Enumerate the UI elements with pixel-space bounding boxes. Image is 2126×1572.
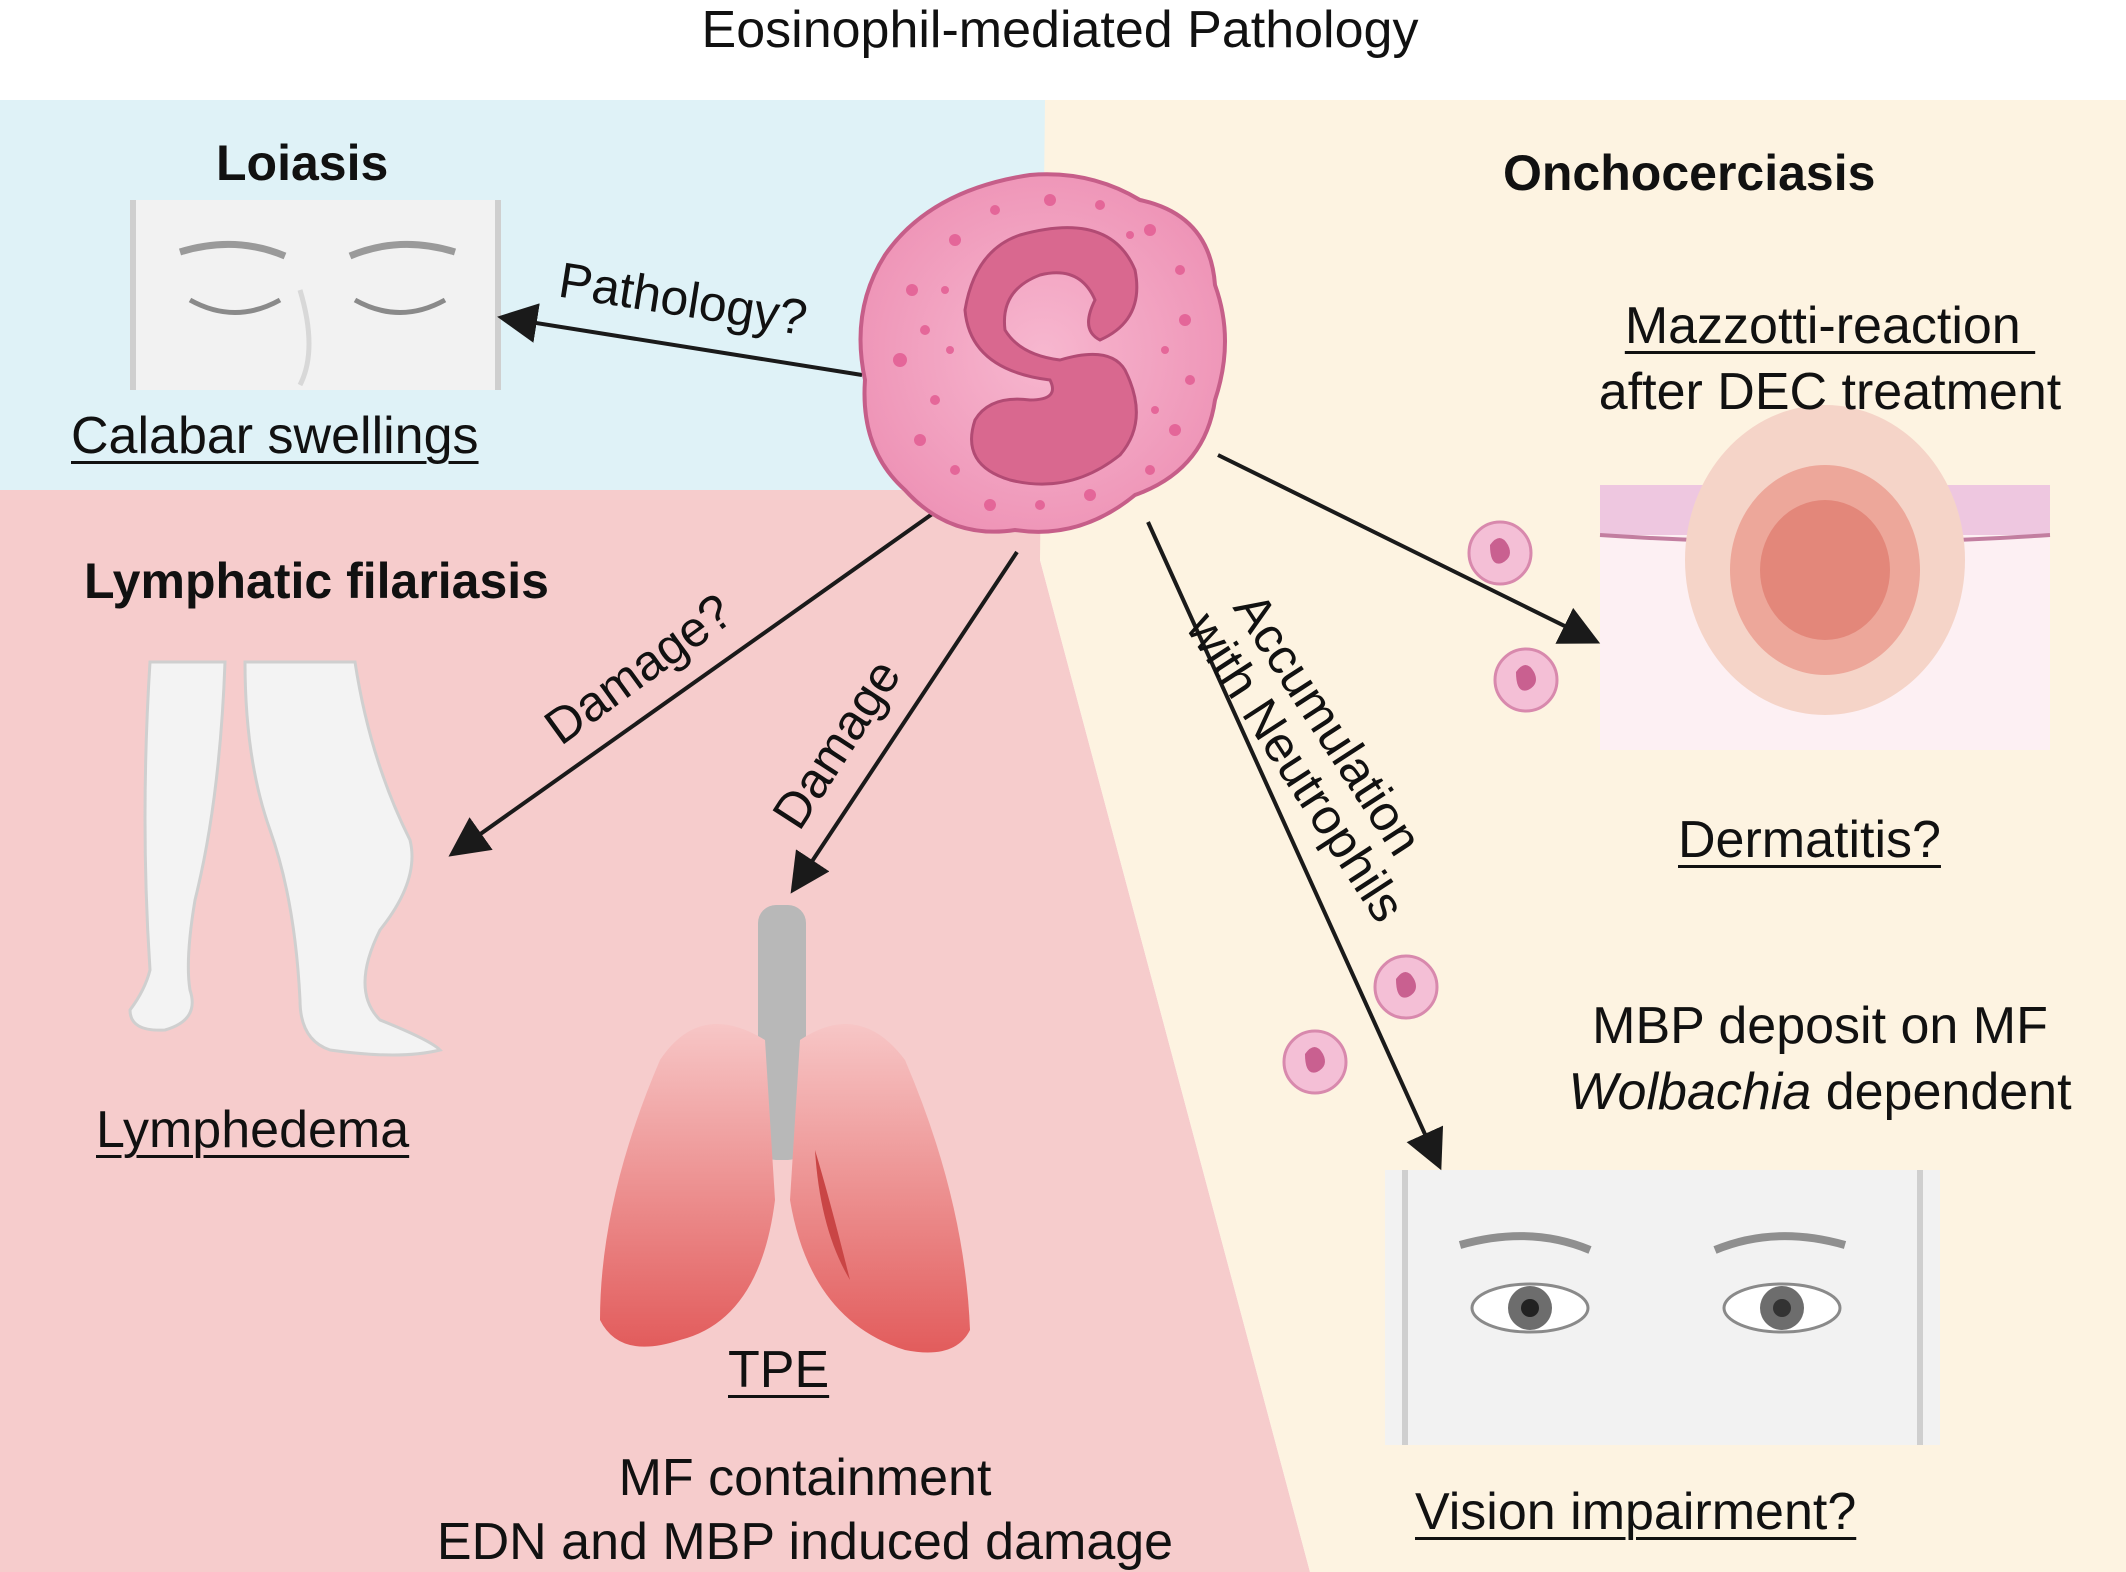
loiasis-heading: Loiasis [216,135,389,191]
open-eyes-face-illustration [1385,1170,1940,1445]
arrows [448,303,1601,1171]
mazzotti-reaction-label: Mazzotti-reaction [1624,297,2036,355]
calabar-swellings-label: Calabar swellings [71,407,479,465]
eosinophil-cell [858,172,1227,534]
wolbachia-dependent-label: Wolbachia dependent [1500,1062,2126,1122]
neutrophil-icon [1493,647,1559,713]
arrow-to-lungs [790,550,1019,894]
dermatitis-label: Dermatitis? [1678,811,1941,869]
after-dec-treatment-label: after DEC treatment [1598,363,2062,421]
mbp-deposit-label: MBP deposit on MF [1592,997,2048,1055]
neutrophil-cells [1282,520,1559,1095]
arrow-to-calabar [497,303,863,377]
skin-section-illustration [1599,405,2051,750]
tpe-note-line2: EDN and MBP induced damage [436,1513,1174,1571]
lymphatic-filariasis-heading: Lymphatic filariasis [84,553,549,609]
lungs-illustration [600,905,970,1353]
tpe-label: TPE [728,1341,830,1399]
arrow-to-skin [1217,453,1601,644]
onchocerciasis-heading: Onchocerciasis [1503,145,1876,201]
tpe-note-line1: MF containment [618,1449,992,1507]
arrow-to-eye [1146,521,1444,1171]
wolbachia-italic-text: Wolbachia [1568,1063,1812,1121]
neutrophil-icon [1467,520,1533,586]
lymphedema-legs-illustration [128,660,443,1057]
closed-eyes-face-illustration [130,200,501,390]
dependent-text: dependent [1811,1063,2072,1121]
page-title: Eosinophil-mediated Pathology [701,1,1419,59]
neutrophil-icon [1373,954,1439,1020]
lymphedema-label: Lymphedema [96,1101,410,1159]
vision-impairment-label: Vision impairment? [1415,1483,1857,1541]
arrow-to-lymphedema [448,510,937,857]
neutrophil-icon [1282,1029,1348,1095]
